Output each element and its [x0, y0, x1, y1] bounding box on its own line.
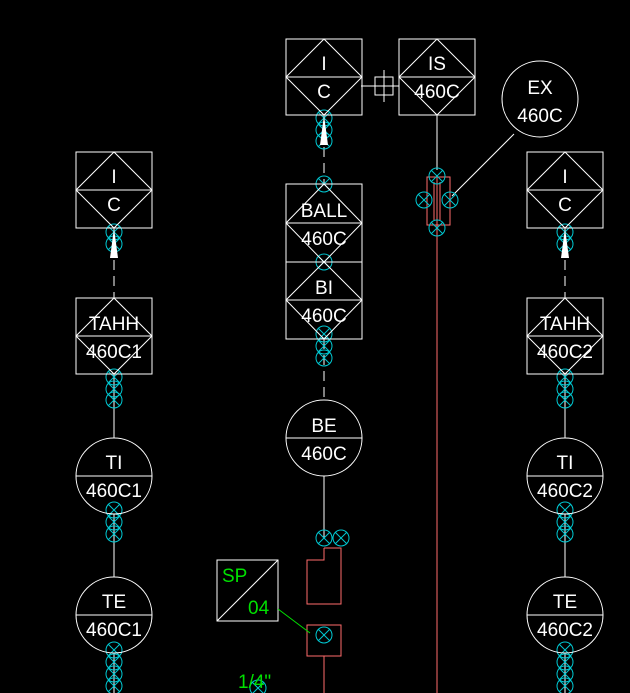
ic-left-bottom-label: C [107, 195, 121, 216]
te-left-top-label: TE [102, 592, 126, 613]
be-bottom-label: 460C [301, 444, 346, 465]
ic-center-bottom-label: C [317, 82, 331, 103]
ex-leader-line [451, 133, 515, 197]
connector-symbol [105, 525, 123, 543]
instrument-ex[interactable] [501, 60, 579, 138]
pipe-center-loop [306, 547, 342, 605]
connector-symbol [315, 325, 333, 343]
te-right-bottom-label: 460C2 [537, 620, 593, 641]
connector-symbol [428, 219, 446, 237]
te-right-top-label: TE [553, 592, 577, 613]
connector-symbol [249, 679, 267, 693]
arrow-center [320, 115, 328, 145]
connector-symbol [332, 529, 350, 547]
bi-bottom-label: 460C [301, 306, 346, 327]
connector-symbol [556, 665, 574, 683]
sp-top-label: SP [222, 566, 247, 587]
ti-right-top-label: TI [557, 453, 574, 474]
process-piping [306, 175, 451, 693]
connector-symbol [105, 641, 123, 659]
connector-symbol [556, 391, 574, 409]
connector-symbol [415, 191, 433, 209]
ball-bottom-label: 460C [301, 229, 346, 250]
connector-symbol [556, 677, 574, 693]
instrument-te-left[interactable] [75, 576, 153, 654]
ex-bottom-label: 460C [517, 106, 562, 127]
is-bottom-label: 460C [414, 82, 459, 103]
connector-symbol [105, 653, 123, 671]
connector-symbol [556, 525, 574, 543]
connector-symbol [556, 641, 574, 659]
connector-symbol [105, 391, 123, 409]
connector-symbol [105, 665, 123, 683]
te-left-bottom-label: 460C1 [86, 620, 142, 641]
be-top-label: BE [311, 416, 336, 437]
connector-symbol [556, 653, 574, 671]
tahh-left-bottom-label: 460C1 [86, 342, 142, 363]
tahh-left-top-label: TAHH [89, 314, 139, 335]
ti-left-bottom-label: 460C1 [86, 481, 142, 502]
bi-top-label: BI [315, 278, 333, 299]
ic-right-bottom-label: C [558, 195, 572, 216]
instrument-tahh-left[interactable] [75, 297, 153, 375]
connector-symbol [428, 167, 446, 185]
connector-symbol [315, 337, 333, 355]
connector-symbol [105, 368, 123, 386]
ex-top-label: EX [527, 78, 553, 99]
instrument-tahh-right[interactable] [526, 297, 604, 375]
instrument-symbols [75, 38, 604, 654]
ti-right-bottom-label: 460C2 [537, 481, 593, 502]
pipe-size-label: 1/4" [238, 672, 271, 693]
connector-symbol [315, 626, 333, 644]
ball-top-label: BALL [301, 201, 347, 222]
is-top-label: IS [428, 54, 446, 75]
arrow-markers [110, 115, 569, 258]
signal-lines [113, 85, 566, 693]
connector-symbol [441, 191, 459, 209]
arrow-left [110, 228, 118, 258]
instrument-ti-left[interactable] [75, 437, 153, 515]
ic-center-top-label: I [321, 54, 326, 75]
ic-right-top-label: I [562, 167, 567, 188]
instrument-is[interactable] [398, 38, 476, 116]
interlock-symbol [374, 70, 394, 102]
connector-symbol [315, 529, 333, 547]
instrument-bi[interactable] [285, 261, 363, 340]
instrument-be[interactable] [285, 399, 363, 477]
ti-left-top-label: TI [106, 453, 123, 474]
sp-bottom-label: 04 [248, 598, 270, 619]
instrument-ti-right[interactable] [526, 437, 604, 515]
connector-symbol [556, 368, 574, 386]
connector-symbol [105, 677, 123, 693]
instrument-te-right[interactable] [526, 576, 604, 654]
tahh-right-bottom-label: 460C2 [537, 342, 593, 363]
arrow-right [561, 228, 569, 258]
connector-symbol [315, 349, 333, 367]
ic-left-top-label: I [111, 167, 116, 188]
instrument-sp[interactable] [216, 559, 311, 634]
tahh-right-top-label: TAHH [540, 314, 590, 335]
